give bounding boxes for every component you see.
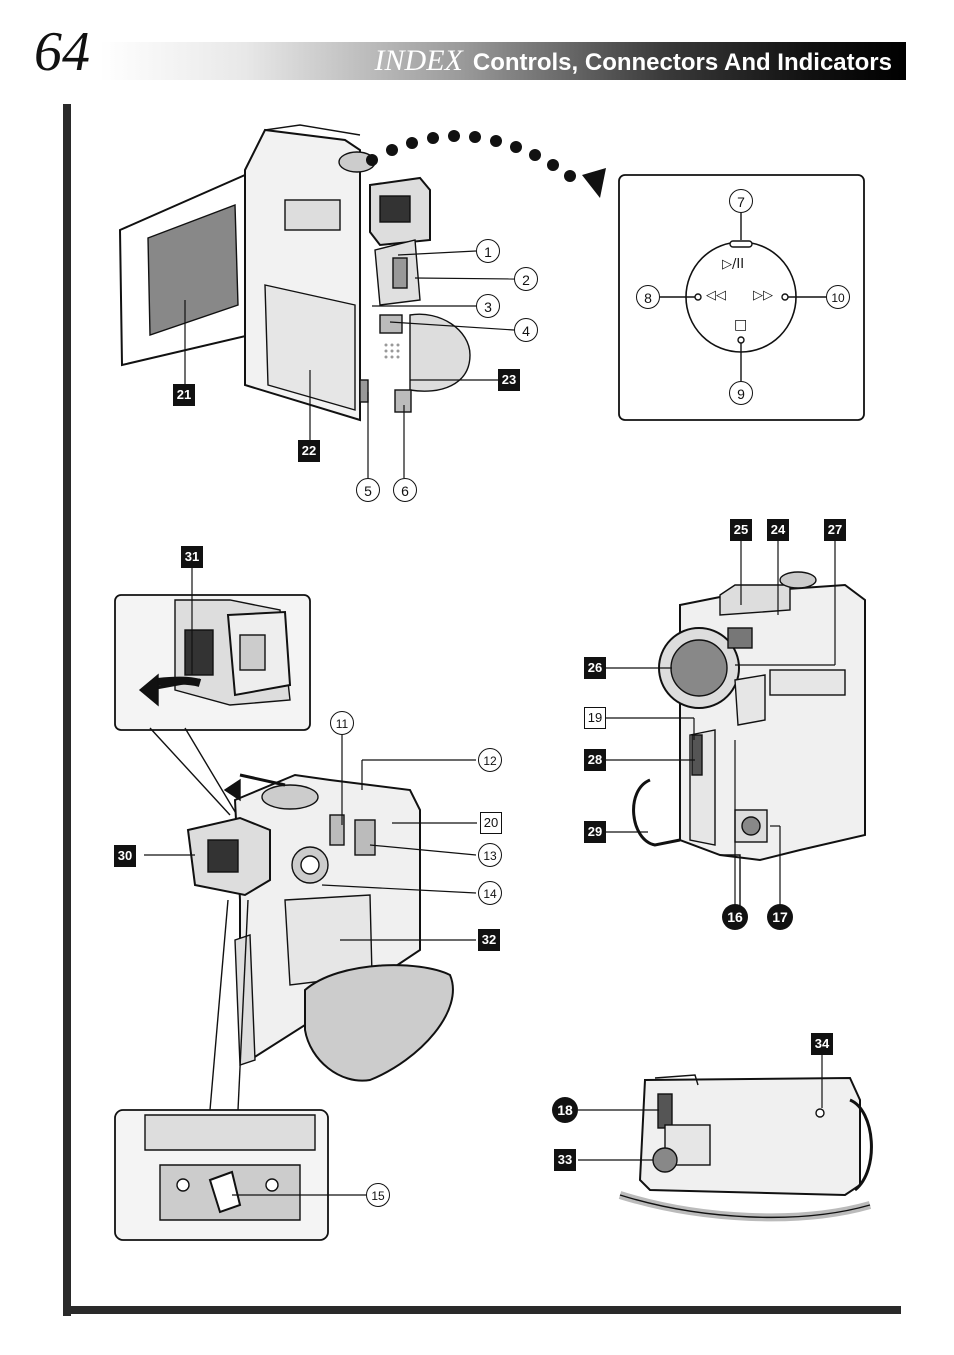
header-bar: INDEX Controls, Connectors And Indicators <box>100 42 906 80</box>
fast-forward-symbol: ▷▷ <box>753 288 773 303</box>
frame-bottom-rule <box>63 1306 901 1314</box>
callout-13: 13 <box>478 843 502 867</box>
callout-7: 7 <box>729 189 753 213</box>
callout-2: 2 <box>514 267 538 291</box>
callout-3: 3 <box>476 294 500 318</box>
callout-22: 22 <box>298 440 320 462</box>
header-index-word: INDEX <box>374 44 463 77</box>
callout-11: 11 <box>330 711 354 735</box>
page-number: 64 <box>34 21 90 83</box>
header-title: INDEX Controls, Connectors And Indicators <box>375 44 892 78</box>
callout-27: 27 <box>824 519 846 541</box>
frame-left-rule <box>63 104 71 1316</box>
callout-31: 31 <box>181 546 203 568</box>
callout-26: 26 <box>584 657 606 679</box>
callout-12: 12 <box>478 748 502 772</box>
callout-34: 34 <box>811 1033 833 1055</box>
camcorder-side-view <box>118 124 471 422</box>
callout-10: 10 <box>826 285 850 309</box>
rewind-symbol: ◁◁ <box>706 288 726 303</box>
callout-20: 20 <box>480 812 502 834</box>
callout-15: 15 <box>366 1183 390 1207</box>
callout-19: 19 <box>584 707 606 729</box>
callout-23: 23 <box>498 369 520 391</box>
callout-5: 5 <box>356 478 380 502</box>
callout-16: 16 <box>722 904 748 930</box>
stop-symbol: □ <box>734 317 748 333</box>
callout-17: 17 <box>767 904 793 930</box>
callout-29: 29 <box>584 821 606 843</box>
play-pause-symbol: ▷/II <box>722 257 745 272</box>
callout-9: 9 <box>729 381 753 405</box>
dotted-arc <box>366 130 606 198</box>
callout-1: 1 <box>476 239 500 263</box>
camcorder-front-view <box>632 571 866 910</box>
callout-4: 4 <box>514 318 538 342</box>
callout-25: 25 <box>730 519 752 541</box>
callout-18: 18 <box>552 1097 578 1123</box>
camcorder-rear-view <box>114 594 454 1241</box>
callout-28: 28 <box>584 749 606 771</box>
callout-8: 8 <box>636 285 660 309</box>
transport-panel-box <box>618 174 865 421</box>
callout-14: 14 <box>478 881 502 905</box>
callout-24: 24 <box>767 519 789 541</box>
callout-21: 21 <box>173 384 195 406</box>
header-subtitle: Controls, Connectors And Indicators <box>472 49 892 76</box>
callout-30: 30 <box>114 845 136 867</box>
callout-6: 6 <box>393 478 417 502</box>
callout-33: 33 <box>554 1149 576 1171</box>
camcorder-bottom-view <box>618 1074 873 1222</box>
callout-32: 32 <box>478 929 500 951</box>
